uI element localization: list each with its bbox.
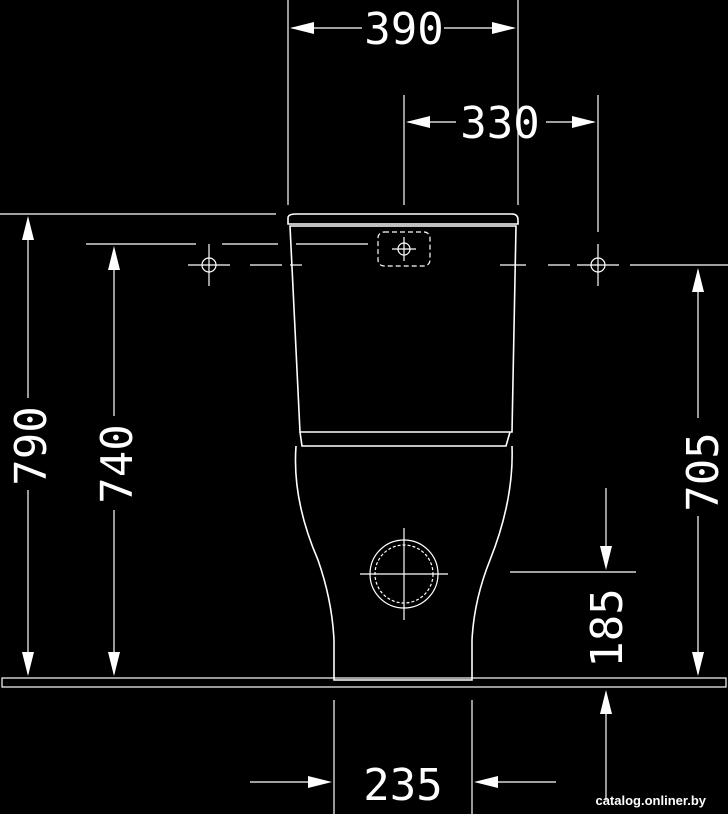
dimension-390: 390 — [287, 0, 519, 205]
fixing-hole-right — [577, 244, 619, 286]
dimension-740: 740 — [86, 243, 368, 676]
dimension-235-label: 235 — [363, 760, 442, 811]
dimension-330: 330 — [403, 95, 599, 232]
watermark-text: catalog.onliner.by — [595, 793, 706, 808]
dimension-390-label: 390 — [364, 4, 443, 55]
dimension-185: 185 — [582, 488, 633, 800]
outlet-symbol — [360, 528, 636, 620]
floor-line — [1, 677, 727, 688]
dimension-185-label: 185 — [582, 588, 633, 667]
dimension-330-label: 330 — [460, 98, 539, 149]
dimension-235: 235 — [250, 700, 556, 814]
dimension-705-label: 705 — [678, 432, 728, 511]
dimension-790-label: 790 — [6, 406, 57, 485]
dimension-790: 790 — [0, 213, 276, 676]
flush-button — [377, 231, 431, 267]
dimension-705: 705 — [678, 268, 728, 676]
toilet-outline — [287, 213, 519, 681]
dimension-740-label: 740 — [92, 424, 143, 503]
fixing-hole-left — [188, 244, 230, 286]
